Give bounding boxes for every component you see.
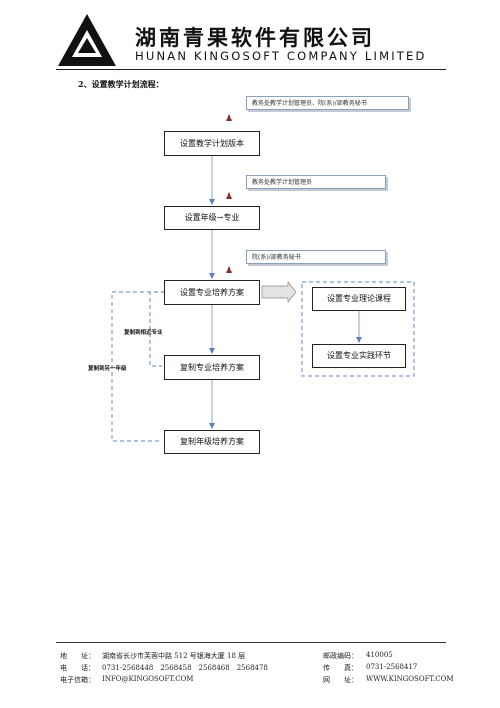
- footer-phone-label: 电 话：: [60, 664, 95, 672]
- footer-address-label: 地 址：: [60, 652, 95, 660]
- footer-email[interactable]: INFO@KINGOSOFT.COM: [102, 675, 194, 683]
- footer-postcode-label: 邮政编码：: [323, 652, 358, 660]
- footer-web-label: 网 址：: [323, 676, 358, 684]
- label-copy-next-grade: 复制到另一年级: [88, 366, 127, 372]
- step-set-grade-major: 设置年级→专业: [164, 206, 260, 230]
- footer-web[interactable]: WWW.KINGOSOFT.COM: [366, 675, 454, 683]
- person-icon: ♟: [225, 114, 234, 124]
- person-icon: ♟: [225, 266, 234, 276]
- company-name-cn: 湖南青果软件有限公司: [135, 26, 375, 50]
- step-set-practice: 设置专业实践环节: [312, 344, 406, 368]
- step-set-plan-version: 设置教学计划版本: [164, 131, 260, 156]
- header-divider: [56, 69, 446, 70]
- footer-postcode: 410005: [366, 651, 393, 659]
- role-note-1: 教务处教学计划管理员、院(系)/部教务秘书: [246, 96, 409, 110]
- step-set-major-scheme: 设置专业培养方案: [164, 280, 260, 305]
- footer-phone: 0731-2568448 2568458 2568468 2568478: [102, 664, 268, 672]
- step-set-theory-courses: 设置专业理论课程: [312, 287, 406, 311]
- role-note-2: 教务处教学计划管理员: [246, 175, 386, 189]
- company-logo: [58, 14, 116, 66]
- role-note-3: 院(系)/部教务秘书: [246, 250, 386, 264]
- footer-divider: [56, 642, 446, 643]
- footer-email-label: 电子信箱：: [60, 676, 95, 684]
- step-copy-major-scheme: 复制专业培养方案: [164, 355, 260, 380]
- footer-fax: 0731-2568417: [366, 663, 418, 671]
- letterhead: 湖南青果软件有限公司 HUNAN KINGOSOFT COMPANY LIMIT…: [0, 0, 500, 72]
- step-copy-grade-scheme: 复制年级培养方案: [164, 430, 260, 454]
- company-name-en: HUNAN KINGOSOFT COMPANY LIMITED: [135, 49, 427, 63]
- label-copy-near-major: 复制到相近专业: [124, 330, 163, 336]
- person-icon: ♟: [225, 192, 234, 202]
- section-title: 2、设置教学计划流程：: [78, 79, 164, 89]
- footer-fax-label: 传 真：: [323, 664, 358, 672]
- footer-address: 湖南省长沙市芙蓉中路 512 号银海大厦 18 层: [102, 652, 246, 660]
